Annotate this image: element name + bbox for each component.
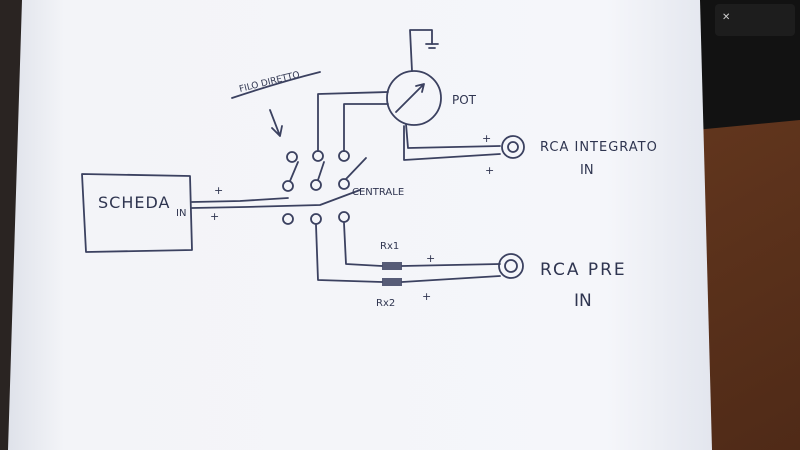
rca-pre-label: RCA PRE — [540, 260, 627, 280]
rx2-label: Rx2 — [376, 298, 395, 309]
scheda-in-label: IN — [176, 208, 186, 219]
rca-pre-jack: RCA PRE IN — [498, 253, 627, 311]
resistor-rx2 — [382, 278, 402, 286]
keyboard-key — [715, 4, 795, 36]
rca-integrato-jack: RCA INTEGRATO IN — [501, 135, 658, 178]
wire-pot-to-rca-integrato-1 — [405, 123, 501, 149]
scheda-plus-bottom: + — [210, 210, 219, 223]
rx2-plus: + — [422, 290, 431, 303]
wire-switch-to-pot-2 — [343, 103, 389, 152]
wire-rx2-to-rca-pre — [401, 275, 501, 283]
wire-switch-to-pot-1 — [317, 91, 389, 152]
rx1-label: Rx1 — [380, 241, 399, 252]
keyboard-key-mark: ✕ — [722, 12, 730, 23]
resistor-rx1 — [382, 262, 402, 270]
pot-label: POT — [452, 93, 477, 107]
switch-middle-row — [282, 157, 367, 192]
wire-pot-to-rca-integrato-2 — [403, 125, 501, 161]
filo-diretto-underline — [231, 71, 321, 99]
scheda-box: SCHEDA IN — [81, 173, 193, 253]
wire-scheda-plus — [191, 197, 289, 203]
switch-bottom-row — [282, 211, 350, 225]
wire-scheda-minus — [191, 189, 361, 209]
rca-integrato-plus-bottom: + — [485, 164, 494, 177]
paper-sheet — [8, 0, 712, 450]
wire-switch-to-rca-pre-1 — [343, 222, 383, 267]
rca-integrato-plus-top: + — [482, 132, 491, 145]
wire-rx1-to-rca-pre — [401, 263, 501, 267]
centrale-label: CENTRALE — [352, 187, 404, 198]
rca-pre-in-label: IN — [574, 291, 592, 311]
rx1-plus: + — [426, 252, 435, 265]
scheda-label: SCHEDA — [98, 193, 170, 212]
potentiometer: POT — [386, 29, 477, 126]
scheda-plus-top: + — [214, 184, 223, 197]
wire-switch-to-rca-pre-2 — [315, 224, 383, 283]
rca-integrato-label: RCA INTEGRATO — [540, 140, 658, 155]
filo-diretto-arrow — [269, 109, 283, 137]
rca-integrato-in-label: IN — [580, 163, 594, 178]
